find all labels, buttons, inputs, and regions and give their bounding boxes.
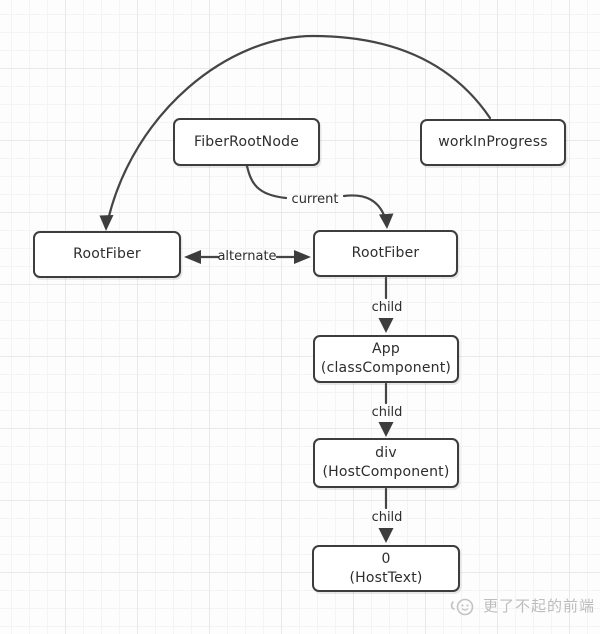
current-arrowhead xyxy=(379,213,394,229)
edge-label-child-3: child xyxy=(371,510,403,525)
child-arrowhead-2 xyxy=(378,422,394,437)
node-app: App (classComponent) xyxy=(313,335,459,383)
watermark: 更了不起的前端 xyxy=(450,595,595,616)
current-edge-end xyxy=(342,194,387,220)
child-arrowhead-1 xyxy=(378,318,394,333)
node-work-in-progress: workInProgress xyxy=(420,119,566,166)
node-app-title: App xyxy=(372,341,400,357)
workinprogress-arc-arrowhead xyxy=(99,215,114,231)
watermark-text: 更了不起的前端 xyxy=(483,597,596,615)
node-root-fiber-right: RootFiber xyxy=(313,230,458,277)
node-root-fiber-left: RootFiber xyxy=(33,231,181,278)
node-host-text-subtitle: (HostText) xyxy=(349,569,423,586)
alternate-right-arrowhead xyxy=(294,250,311,264)
node-root-fiber-left-label: RootFiber xyxy=(73,246,141,262)
edge-label-child-2: child xyxy=(371,405,403,420)
node-app-subtitle: (classComponent) xyxy=(320,360,452,376)
node-host-div-title: div xyxy=(375,445,397,461)
current-edge-start xyxy=(245,164,288,200)
edge-label-child-1: child xyxy=(371,300,403,315)
node-fiber-root-node: FiberRootNode xyxy=(173,118,320,166)
node-fiber-root-node-label: FiberRootNode xyxy=(193,133,300,150)
edge-label-current: current xyxy=(291,192,339,207)
node-host-div: div (HostComponent) xyxy=(313,438,459,488)
watermark-icon xyxy=(450,598,474,615)
node-host-text: 0 (HostText) xyxy=(312,545,460,592)
node-host-text-title: 0 xyxy=(381,550,391,567)
edge-label-alternate: alternate xyxy=(217,249,277,264)
child-arrowhead-3 xyxy=(378,528,394,543)
node-host-div-subtitle: (HostComponent) xyxy=(322,464,450,480)
node-root-fiber-right-label: RootFiber xyxy=(351,245,420,261)
alternate-left-arrowhead xyxy=(184,250,201,264)
node-work-in-progress-label: workInProgress xyxy=(438,134,548,150)
